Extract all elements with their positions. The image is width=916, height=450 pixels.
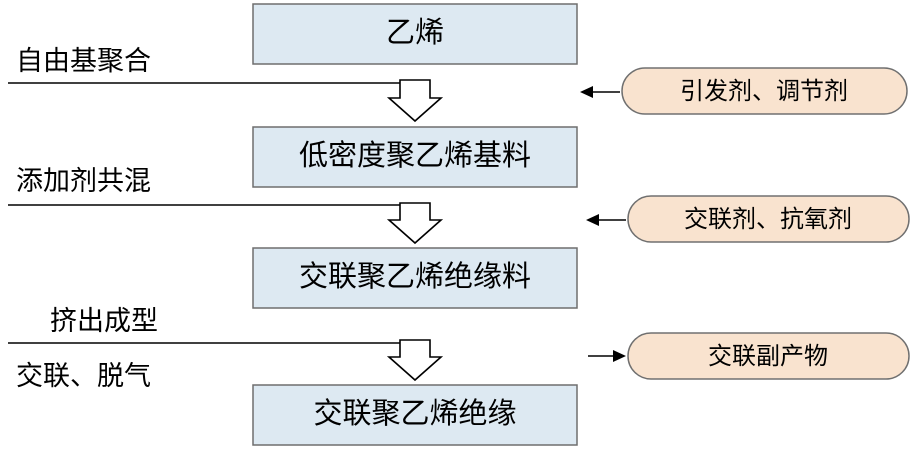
right-arrow-icon <box>588 350 626 362</box>
output-pill-label: 交联副产物 <box>708 342 828 370</box>
process-box-label: 交联聚乙烯绝缘料 <box>299 259 531 293</box>
down-arrow-icon <box>386 202 444 245</box>
input-pill-initiator: 引发剂、调节剂 <box>621 67 908 115</box>
process-box-xlpe-insulation: 交联聚乙烯绝缘 <box>252 384 578 446</box>
step-label-extrusion: 挤出成型 <box>50 306 158 337</box>
down-arrow-icon <box>386 79 444 123</box>
process-box-xlpe-material: 交联聚乙烯绝缘料 <box>252 247 578 309</box>
step-label-polymerization: 自由基聚合 <box>16 46 151 77</box>
step-label-crosslink-degas: 交联、脱气 <box>16 361 151 392</box>
input-pill-label: 引发剂、调节剂 <box>680 77 848 105</box>
process-box-label: 乙烯 <box>386 15 444 49</box>
left-arrow-icon <box>580 86 620 98</box>
down-arrow-icon <box>386 339 444 382</box>
process-box-label: 交联聚乙烯绝缘 <box>313 396 516 430</box>
output-pill-byproduct: 交联副产物 <box>627 332 910 380</box>
left-arrow-icon <box>586 214 626 226</box>
input-pill-crosslinker: 交联剂、抗氧剂 <box>627 195 910 243</box>
process-box-ldpe-base: 低密度聚乙烯基料 <box>252 126 578 188</box>
input-pill-label: 交联剂、抗氧剂 <box>684 205 852 233</box>
process-box-ethylene: 乙烯 <box>252 3 578 65</box>
process-box-label: 低密度聚乙烯基料 <box>299 138 531 172</box>
step-label-blending: 添加剂共混 <box>16 166 151 197</box>
